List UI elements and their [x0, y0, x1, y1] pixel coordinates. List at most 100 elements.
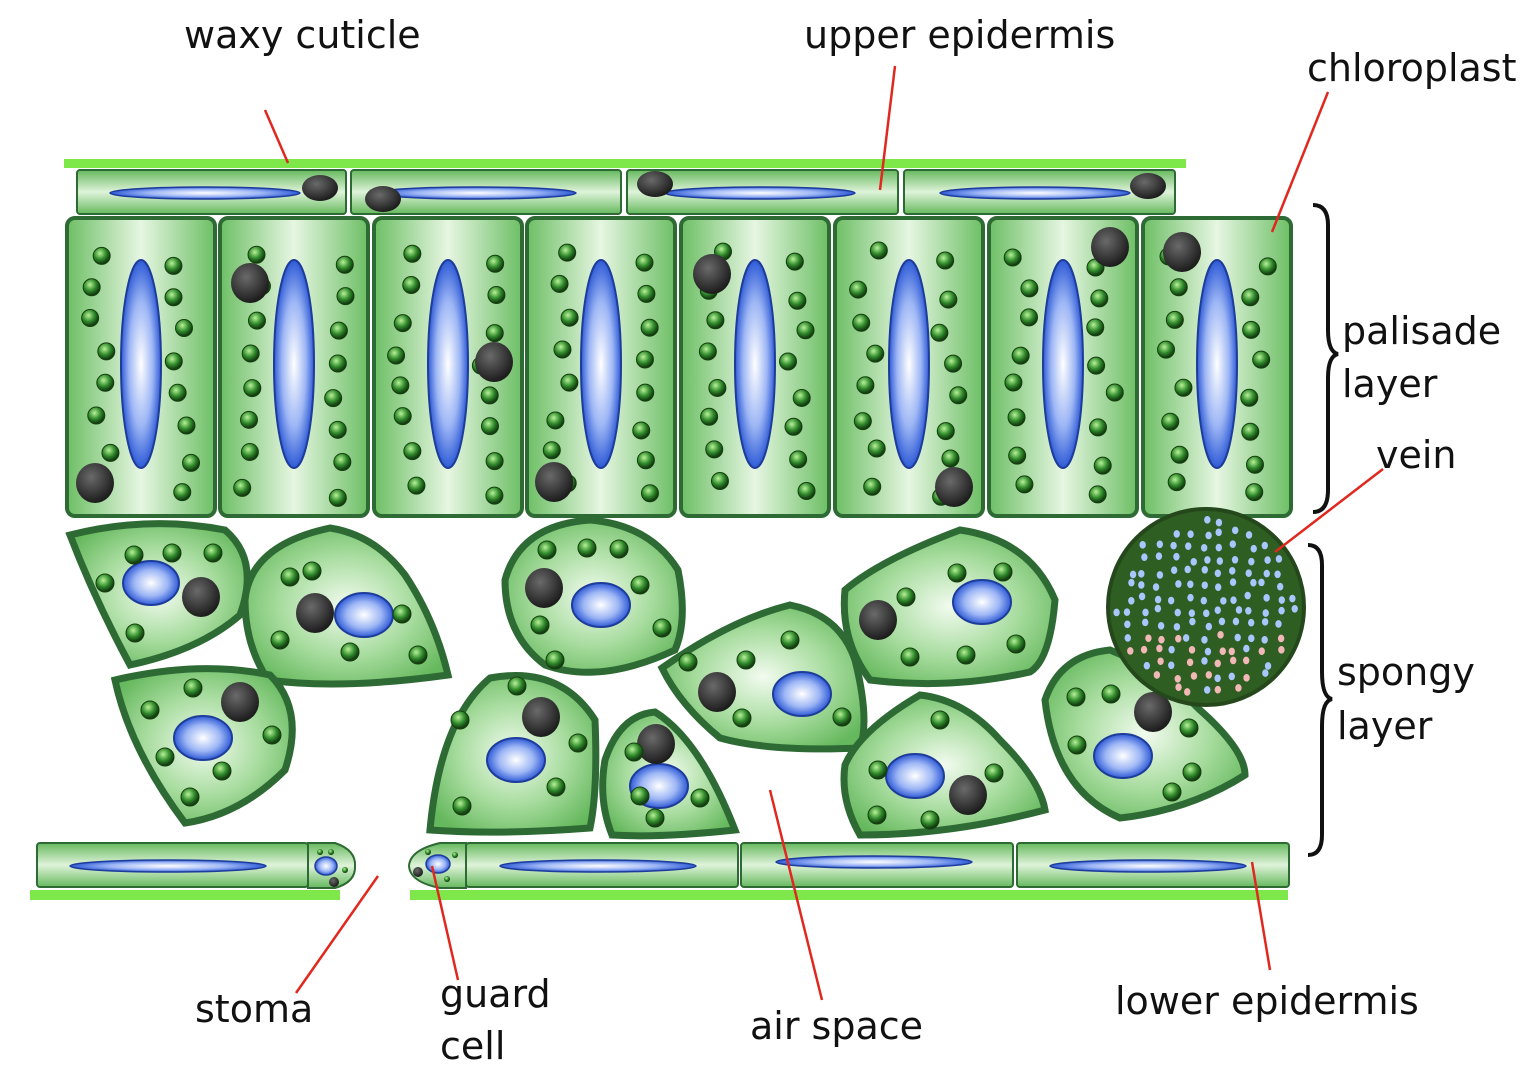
nucleus: [535, 462, 573, 502]
chloroplast-label: chloroplast: [1307, 46, 1517, 90]
vein-vessel: [1113, 608, 1120, 617]
nucleus: [1091, 227, 1129, 267]
chloroplast: [212, 761, 232, 781]
vein-vessel: [1232, 526, 1239, 535]
vein-vessel: [1214, 569, 1222, 578]
vein-vessel: [1155, 552, 1163, 560]
vein-vessel: [1128, 578, 1135, 587]
vein-vessel: [1261, 541, 1268, 550]
air-space-leader: [768, 789, 824, 1001]
vein: [1106, 507, 1306, 707]
vein-vessel: [1188, 609, 1196, 617]
chloroplast: [546, 777, 566, 797]
chloroplast: [124, 545, 144, 565]
vein-vessel: [1291, 604, 1298, 613]
vein-vessel: [1277, 634, 1285, 643]
vein-vessel: [1263, 569, 1270, 578]
chloroplast: [941, 449, 960, 468]
vein-vessel: [1139, 541, 1146, 549]
chloroplast: [452, 796, 472, 816]
chloroplast: [1020, 279, 1039, 298]
chloroplast: [1067, 735, 1087, 755]
vein-vessel: [1264, 556, 1271, 564]
vein-vessel: [1204, 516, 1211, 524]
nucleus: [935, 467, 973, 507]
chloroplast: [832, 707, 852, 727]
chloroplast: [1245, 455, 1264, 474]
stoma-label: stoma: [195, 987, 314, 1031]
vein-vessel: [1189, 617, 1196, 626]
chloroplast: [340, 642, 360, 662]
chloroplast: [706, 311, 725, 330]
chloroplast: [302, 561, 322, 581]
vein-vessel: [1187, 580, 1194, 589]
vein-vessel: [1229, 567, 1236, 575]
chloroplast: [485, 452, 504, 471]
vein-vessel: [1129, 570, 1137, 579]
chloroplast: [640, 318, 659, 337]
chloroplast: [82, 278, 101, 297]
chloroplast: [796, 321, 815, 340]
vein-vessel: [1153, 671, 1161, 679]
vein-vessel: [1168, 661, 1175, 670]
chloroplast: [1093, 456, 1112, 475]
chloroplast: [537, 540, 557, 560]
vein-label: vein: [1376, 433, 1457, 477]
chloroplast: [239, 410, 258, 429]
vein-vessel: [1278, 646, 1285, 654]
vein-vessel: [1203, 686, 1211, 694]
vein-vessel: [1214, 674, 1221, 683]
vein-vessel: [1138, 570, 1145, 578]
vein-vessel: [1201, 581, 1208, 590]
guard-cell-label-line1: guard: [440, 972, 551, 1016]
guard-cells: [307, 842, 467, 889]
spongy-label-line2: layer: [1337, 704, 1433, 748]
vein-vessel: [1200, 544, 1208, 552]
chloroplast: [780, 630, 800, 650]
vein-vessel: [1258, 647, 1265, 656]
upper-epidermis-leader: [878, 65, 897, 191]
chloroplast: [487, 285, 506, 304]
chloroplast: [630, 575, 650, 595]
vein-vessel: [1157, 657, 1164, 666]
chloroplast: [866, 344, 885, 363]
chloroplast: [788, 291, 807, 310]
chloroplast: [956, 645, 976, 665]
chloroplast: [1252, 350, 1271, 369]
chloroplast: [856, 376, 875, 395]
vein-vessel: [1154, 604, 1162, 613]
chloroplast: [1086, 318, 1105, 337]
vein-vessel: [1248, 634, 1255, 643]
spongy-organelles: [122, 560, 1172, 815]
nucleus: [475, 342, 513, 382]
vein-vessel: [1278, 606, 1285, 615]
lower-cuticle-left: [30, 890, 340, 900]
vein-vessel: [1187, 593, 1194, 602]
vein-vessel: [1203, 609, 1210, 618]
waxy-cuticle-leader: [263, 109, 290, 164]
lower-epidermis: [36, 842, 1290, 888]
chloroplast: [1161, 412, 1180, 431]
chloroplast: [177, 416, 196, 435]
chloroplast: [402, 275, 421, 294]
chloroplast: [789, 450, 808, 469]
chloroplast: [391, 376, 410, 395]
vein-vessel: [1173, 552, 1180, 561]
chloroplast: [233, 478, 252, 497]
vein-vessel: [1242, 656, 1250, 665]
chloroplast: [984, 763, 1004, 783]
chloroplast: [1089, 418, 1108, 437]
chloroplast: [1101, 684, 1121, 704]
chloroplast: [182, 453, 201, 472]
vein-vessel: [1215, 518, 1223, 527]
vein-vessel: [1173, 530, 1180, 538]
chloroplast: [708, 378, 727, 397]
chloroplast: [900, 647, 920, 667]
vein-vessel: [1175, 580, 1182, 588]
vein-vessel: [1262, 669, 1269, 677]
palisade-cell: [218, 216, 370, 518]
chloroplast: [155, 747, 175, 767]
vein-vessel: [1245, 569, 1252, 578]
chloroplast: [1240, 388, 1259, 407]
chloroplast: [637, 284, 656, 303]
